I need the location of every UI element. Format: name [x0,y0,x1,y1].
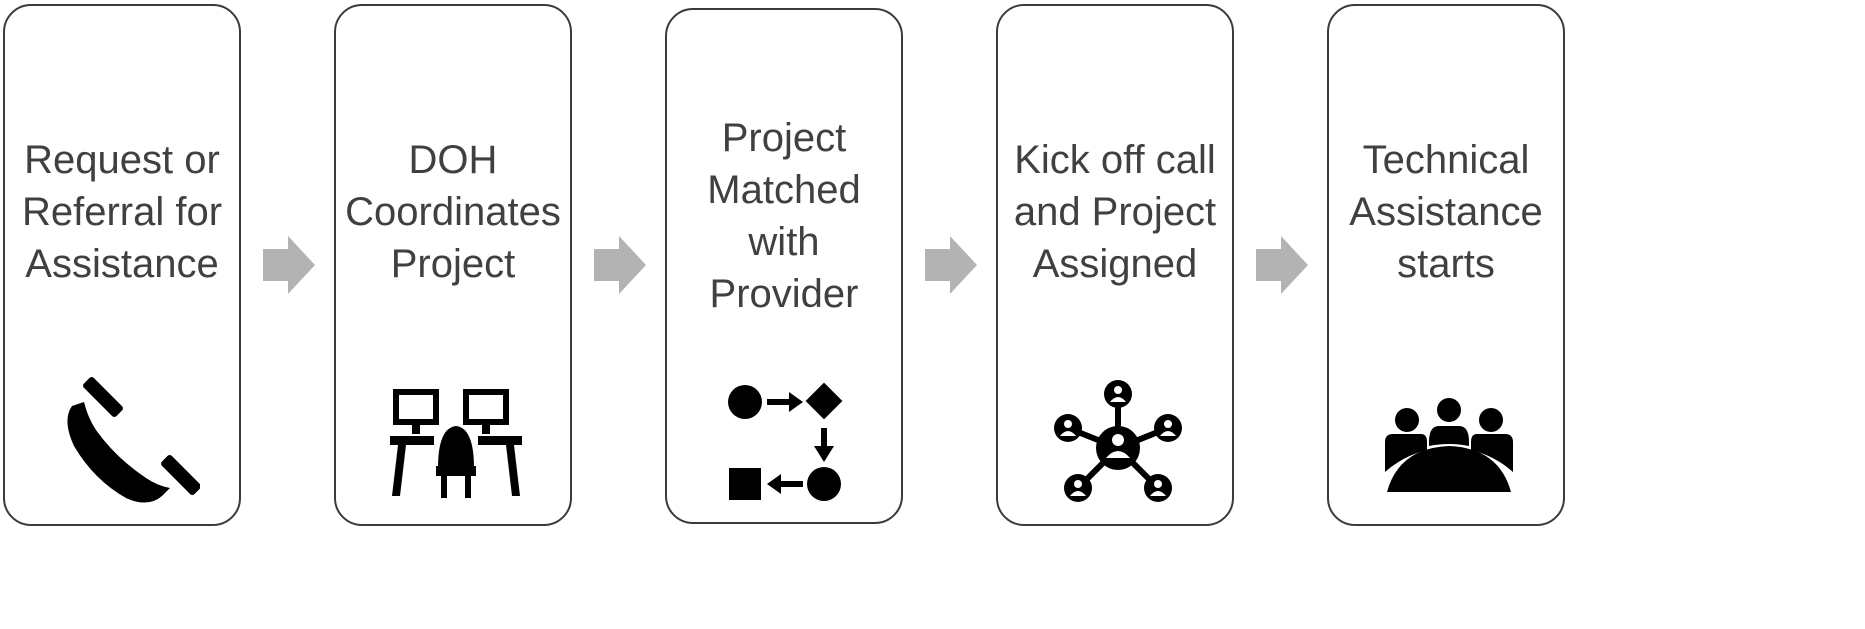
step-card-matched: Project Matched with Provider [665,8,903,524]
network-people-icon [1054,380,1182,502]
arrow-icon [1256,236,1308,294]
step-label-kickoff: Kick off call and Project Assigned [1013,138,1217,286]
step-label-technical: Technical Assistance starts [1349,138,1543,286]
arrow-icon [925,236,977,294]
process-flow-icon [728,382,843,501]
meeting-table-icon [1385,398,1513,492]
phone-icon [67,377,200,503]
step-card-kickoff: Kick off call and Project Assigned [996,4,1234,526]
arrow-icon [263,236,315,294]
step-label-request: Request or Referral for Assistance [21,138,223,286]
step-label-coordinates: DOH Coordinates Project [345,138,561,286]
step-card-request: Request or Referral for Assistance [3,4,241,526]
step-card-technical: Technical Assistance starts [1327,4,1565,526]
workstations-icon [390,389,522,498]
arrow-icon [594,236,646,294]
step-label-matched: Project Matched with Provider [707,116,861,316]
step-card-coordinates: DOH Coordinates Project [334,4,572,526]
